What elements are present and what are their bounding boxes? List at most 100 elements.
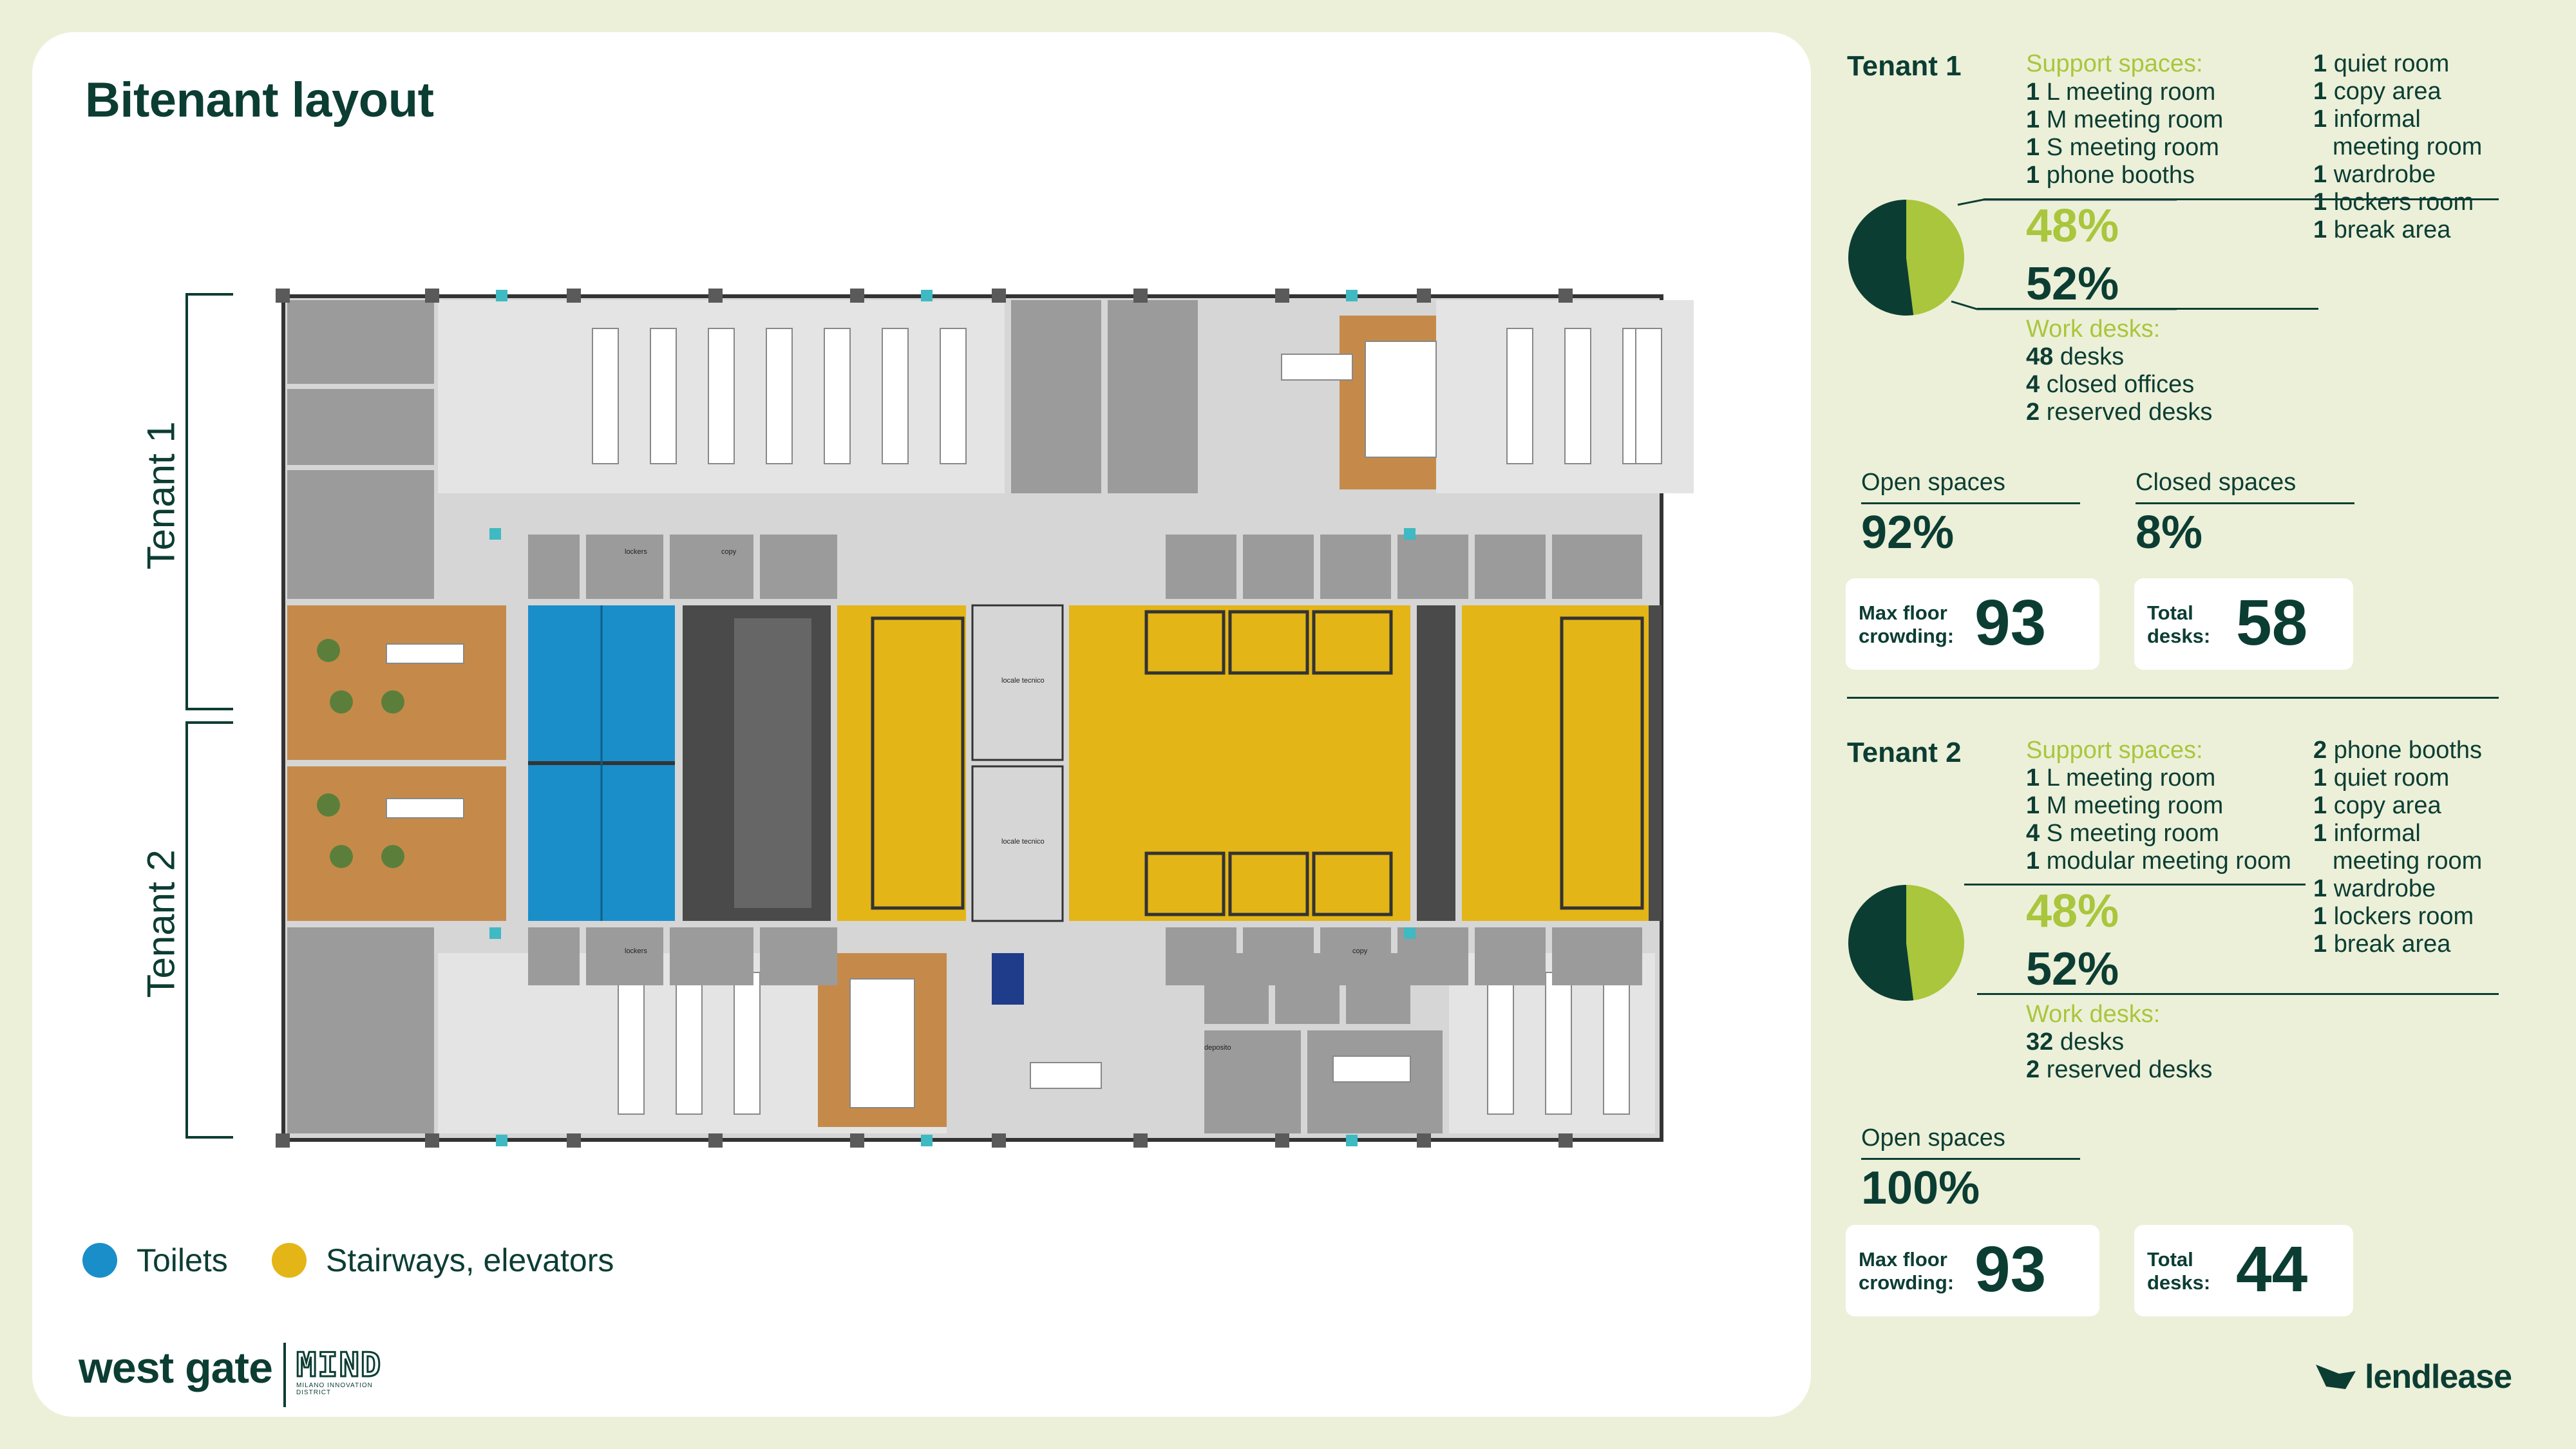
list-item: 1 informal: [2313, 106, 2421, 133]
list-item: 1 wardrobe: [2313, 875, 2436, 902]
list-item: 1 informal: [2313, 820, 2421, 847]
tenant1-title: Tenant 1: [1847, 50, 1962, 82]
list-item: 1 lockers room: [2313, 189, 2474, 216]
tenant2-side-label: Tenant 2: [139, 849, 183, 998]
legend-stairways: Stairways, elevators: [272, 1242, 614, 1279]
break-area-tenant2: [287, 766, 506, 921]
stair-left: [837, 605, 966, 921]
page-title: Bitenant layout: [85, 73, 434, 128]
tenant2-pct-support: 48%: [2026, 886, 2119, 937]
tenant2-pie-support-slice: [1906, 885, 1964, 1001]
upper-left-offices: [287, 300, 434, 599]
tenant2-open-label: Open spaces: [1861, 1124, 2005, 1151]
locale-tecnico-label-1: locale tecnico: [1001, 677, 1045, 685]
list-item: 1 L meeting room: [2026, 79, 2216, 106]
upper-workstations: [438, 300, 1694, 493]
list-item: 48 desks: [2026, 343, 2125, 370]
tenant1-leader-bottom: [1977, 308, 2318, 310]
lockers-label-top: lockers: [625, 548, 647, 556]
tenant1-open-value: 92%: [1861, 507, 1955, 558]
stair-right: [1462, 605, 1662, 921]
tenant2-leader-bottom: [1977, 993, 2499, 995]
list-item: 2 phone booths: [2313, 737, 2483, 764]
tenant1-bracket: [185, 293, 233, 710]
list-item: 1 copy area: [2313, 792, 2441, 819]
tenant1-support-col2: 1 quiet room 1 copy area 1 informal meet…: [2313, 50, 2482, 244]
tenant2-pie: [1848, 885, 1964, 1001]
tenant1-closed-value: 8%: [2136, 507, 2203, 558]
tenant1-open-label: Open spaces: [1861, 469, 2005, 496]
tenant1-pie-support-slice: [1906, 200, 1964, 316]
lower-left-meeting: [287, 927, 434, 1133]
list-item: 1 L meeting room: [2026, 764, 2216, 791]
tenant2-support-header: Support spaces:: [2026, 737, 2203, 764]
tenant2-pct-work: 52%: [2026, 943, 2119, 995]
tenant1-pct-work: 52%: [2026, 258, 2119, 310]
tenant2-open-rule: [1861, 1158, 2080, 1160]
tenant1-total-value: 58: [2236, 587, 2308, 659]
list-item: 1 quiet room: [2313, 50, 2450, 77]
lendlease-logo: lendlease: [2313, 1358, 2512, 1396]
list-item: 1 modular meeting room: [2026, 848, 2291, 875]
tenant1-leader-top: [1984, 198, 2499, 200]
lendlease-wordmark: lendlease: [2365, 1358, 2512, 1396]
list-item: 1 lockers room: [2313, 903, 2474, 930]
tenant2-pie-work-slice: [1848, 885, 1914, 1001]
legend-toilets: Toilets: [82, 1242, 228, 1279]
tenant2-max-value: 93: [1975, 1233, 2047, 1305]
lockers-label-bottom: lockers: [625, 947, 647, 955]
tenant1-support-col1: 1 L meeting room 1 M meeting room 1 S me…: [2026, 79, 2223, 189]
list-item: 4 S meeting room: [2026, 820, 2219, 847]
list-item: 32 desks: [2026, 1028, 2125, 1056]
tenant1-pie: [1848, 198, 2177, 316]
tenant1-open-rule: [1861, 502, 2080, 504]
tenant1-work-list: 48 desks 4 closed offices 2 reserved des…: [2026, 343, 2212, 426]
mind-logo-subtitle: MILANO INNOVATION DISTRICT: [296, 1382, 373, 1396]
list-item: 1 quiet room: [2313, 764, 2450, 791]
tenant2-title: Tenant 2: [1847, 737, 1962, 768]
tenant1-max-value: 93: [1975, 587, 2047, 659]
logo-separator: [283, 1343, 286, 1407]
mind-logo-text: MIND: [296, 1345, 383, 1386]
list-item: 4 closed offices: [2026, 371, 2195, 398]
list-item: 1 copy area: [2313, 78, 2441, 105]
list-item: 1 wardrobe: [2313, 161, 2436, 188]
tenant1-support-header: Support spaces:: [2026, 50, 2203, 77]
tenant2-total-value: 44: [2236, 1233, 2308, 1305]
tenant2-open-value: 100%: [1861, 1162, 1980, 1214]
tenant2-leader-top: [1964, 884, 2306, 886]
list-item: 1 M meeting room: [2026, 792, 2224, 819]
tenant2-support-col2: 2 phone booths 1 quiet room 1 copy area …: [2313, 737, 2482, 958]
tenant1-closed-label: Closed spaces: [2136, 469, 2297, 496]
list-item: 1 break area: [2313, 216, 2451, 243]
tenant1-pct-support: 48%: [2026, 200, 2119, 252]
mind-logo: MIND MILANO INNOVATION DISTRICT: [296, 1345, 393, 1404]
legend-stairways-swatch: [272, 1243, 307, 1278]
list-item: 1 M meeting room: [2026, 106, 2224, 133]
copy-label-bottom: copy: [1352, 947, 1368, 955]
list-item: 1 S meeting room: [2026, 134, 2219, 161]
deposito-label: deposito: [1204, 1044, 1231, 1052]
lower-small-rooms: [1204, 953, 1443, 1133]
tenant2-work-header: Work desks:: [2026, 1001, 2161, 1028]
toilets-block: [528, 605, 675, 921]
break-area-tenant1: [287, 605, 506, 760]
tenant1-closed-rule: [2136, 502, 2354, 504]
tenant1-side-label: Tenant 1: [139, 421, 183, 570]
list-item: meeting room: [2333, 133, 2483, 160]
tenant2-support-col1: 1 L meeting room 1 M meeting room 4 S me…: [2026, 764, 2291, 875]
legend-stairways-label: Stairways, elevators: [326, 1242, 614, 1278]
locale-tecnico-label-2: locale tecnico: [1001, 838, 1045, 846]
list-item: meeting room: [2333, 848, 2483, 875]
copy-label-top: copy: [721, 548, 737, 556]
tenant1-work-header: Work desks:: [2026, 316, 2161, 343]
westgate-logo: west gate: [79, 1343, 273, 1392]
floor-plan: lockers copy lockers copy locale tecnico…: [276, 289, 1694, 1148]
